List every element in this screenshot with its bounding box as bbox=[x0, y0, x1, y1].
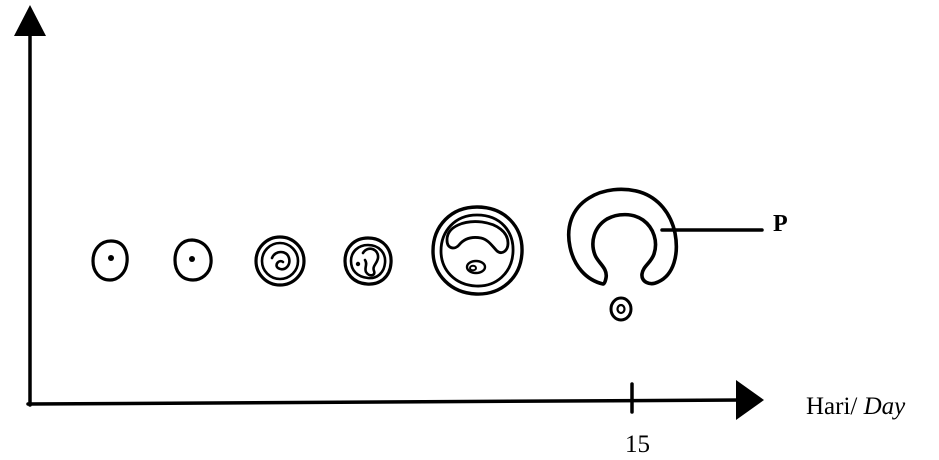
stage-3-blastocyst bbox=[256, 237, 304, 285]
label-p: P bbox=[773, 212, 788, 236]
stage-4-blastocyst bbox=[345, 238, 391, 284]
x-axis-line bbox=[28, 400, 742, 404]
x-axis-arrowhead bbox=[736, 380, 764, 420]
y-axis-arrowhead bbox=[14, 5, 46, 36]
x-axis-tick-label: 15 bbox=[625, 432, 650, 457]
stage-6-small-cell bbox=[611, 298, 631, 320]
x-axis-label: Hari/ Day bbox=[806, 394, 905, 419]
x-axis-label-prefix: Hari/ bbox=[806, 393, 864, 420]
stage-6-embryo-p bbox=[569, 189, 677, 284]
x-axis-label-italic: Day bbox=[864, 393, 906, 420]
stage-5-embryo bbox=[433, 207, 522, 294]
stage-2-cell bbox=[175, 240, 211, 280]
stage-1-zygote bbox=[93, 241, 127, 280]
